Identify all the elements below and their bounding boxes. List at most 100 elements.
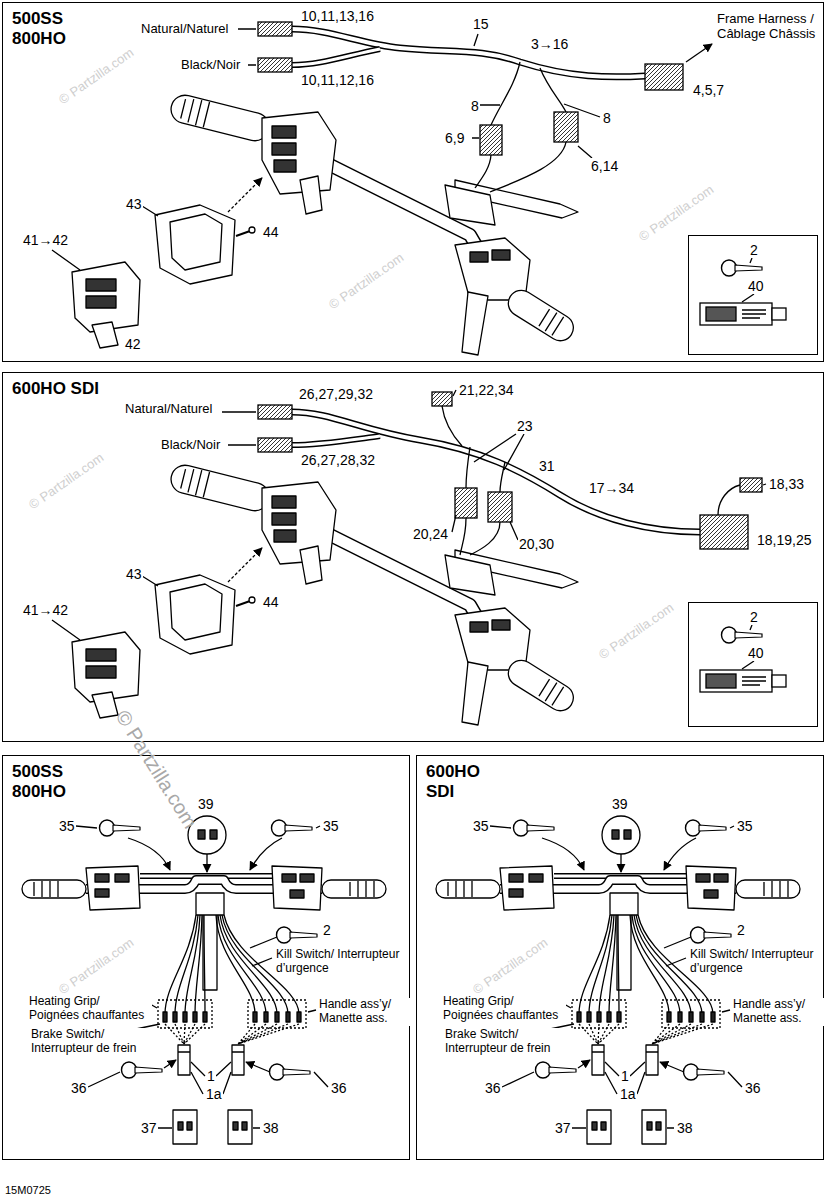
watermark: © Partzilla.com (470, 935, 552, 999)
callout-number: 38 (676, 1120, 694, 1136)
callout-number: 26,27,29,32 (298, 386, 374, 402)
illustration-part (686, 44, 712, 62)
callout-number: 44 (262, 594, 280, 610)
callout-number: 37 (554, 1120, 572, 1136)
part-label: Heating Grip/ Poignées chauffantes (442, 995, 566, 1023)
illustration-part (258, 58, 292, 72)
callout-number: 39 (611, 796, 629, 812)
handlebar-wiring-view (22, 816, 386, 1144)
callout-number: 42 (124, 336, 142, 352)
callout-number: 2 (322, 922, 332, 938)
callout-number: 21,22,34 (458, 382, 515, 398)
part-label: Frame Harness / Câblage Châssis (716, 12, 822, 42)
part-label: Brake Switch/ Interrupteur de frein (444, 1028, 568, 1056)
callout-number: 10,11,12,16 (300, 72, 375, 88)
callout-number: 31 (538, 458, 556, 474)
handlebar-wiring-view (436, 816, 800, 1144)
illustration-part (706, 674, 736, 688)
illustration-part (554, 112, 578, 142)
illustration-part (238, 29, 600, 158)
panel-title: 500SS 800HO (11, 9, 75, 48)
callout-number: 3→16 (530, 36, 569, 52)
illustration-part (258, 438, 292, 452)
callout-number: 18,33 (768, 476, 805, 492)
illustration-part (740, 478, 762, 492)
callout-number: 6,9 (444, 130, 465, 146)
part-label: Kill Switch/ Interrupteur d’urgence (275, 948, 407, 976)
illustration-part (742, 625, 766, 685)
callout-number: 36 (744, 1080, 762, 1096)
callout-number: 35 (472, 818, 490, 834)
callout-number: 39 (197, 796, 215, 812)
illustration-part (722, 627, 763, 643)
callout-number: 41→42 (22, 602, 69, 618)
illustration-part (772, 675, 786, 687)
illustration-part (432, 392, 452, 406)
watermark: © Partzilla.com (56, 45, 138, 109)
part-label: Kill Switch/ Interrupteur d’urgence (689, 948, 821, 976)
callout-number: 6,14 (590, 158, 619, 174)
inset-box: 2 40 (688, 235, 818, 355)
callout-number: 44 (262, 224, 280, 240)
callout-number: 8 (602, 110, 612, 126)
callout-number: 36 (484, 1080, 502, 1096)
part-label: Black/Noir (180, 58, 241, 73)
part-label: Heating Grip/ Poignées chauffantes (28, 995, 152, 1023)
inset-box: 240 (688, 602, 818, 727)
callout-number: 40 (747, 278, 765, 294)
illustration-part (292, 49, 380, 65)
part-label: Black/Noir (160, 438, 221, 453)
watermark: © Partzilla.com (596, 600, 678, 664)
callout-number: 15 (472, 16, 490, 32)
watermark: © Partzilla.com (636, 182, 718, 246)
illustration-part (645, 64, 683, 90)
part-label: Natural/Naturel (140, 22, 229, 37)
callout-number: 41→42 (22, 232, 69, 248)
illustration-part (700, 515, 748, 549)
handlebar-assembly (52, 462, 578, 725)
illustration-part (222, 390, 766, 540)
illustration-part (292, 29, 645, 77)
callout-number: 2 (749, 242, 759, 258)
callout-number: 35 (58, 818, 76, 834)
watermark: © Partzilla.com (56, 935, 138, 999)
illustration-part (258, 405, 292, 419)
callout-number: 23 (516, 418, 534, 434)
illustration-part (292, 29, 645, 77)
callout-number: 20,24 (412, 526, 449, 542)
callout-number: 35 (736, 818, 754, 834)
watermark: © Partzilla.com (326, 250, 408, 314)
illustration-part (442, 406, 462, 446)
illustration-part (292, 412, 700, 532)
illustration-part (292, 412, 700, 532)
callout-number: 10,11,13,16 (300, 8, 375, 24)
section-panel: 600HO SDI 240 (2, 372, 824, 742)
callout-number: 37 (140, 1120, 158, 1136)
callout-number: 40 (747, 645, 765, 661)
callout-number: 1a (205, 1086, 223, 1102)
illustration-part (292, 49, 380, 65)
illustration-part (455, 488, 477, 518)
handlebar-assembly (52, 92, 578, 355)
callout-number: 26,27,28,32 (300, 452, 376, 468)
illustration-part (706, 307, 736, 321)
callout-number: 35 (322, 818, 340, 834)
illustration-part (292, 436, 380, 445)
illustration-part (772, 308, 786, 320)
wiring-harness (238, 22, 786, 325)
panel-title: 600HO SDI (11, 379, 100, 399)
illustration-part (292, 436, 380, 445)
illustration-part (460, 518, 500, 555)
callout-number: 36 (330, 1080, 348, 1096)
callout-number: 1 (206, 1068, 216, 1084)
panel-title: 600HO SDI (425, 762, 489, 801)
illustration-part (722, 260, 763, 276)
illustration-part (718, 485, 740, 515)
callout-number: 43 (125, 566, 143, 582)
callout-number: 2 (736, 922, 746, 938)
part-label: Handle ass’y/ Manette ass. (732, 998, 824, 1026)
part-label: Natural/Naturel (124, 402, 213, 417)
callout-number: 8 (470, 98, 480, 114)
watermark: © Partzilla.com (26, 450, 108, 514)
